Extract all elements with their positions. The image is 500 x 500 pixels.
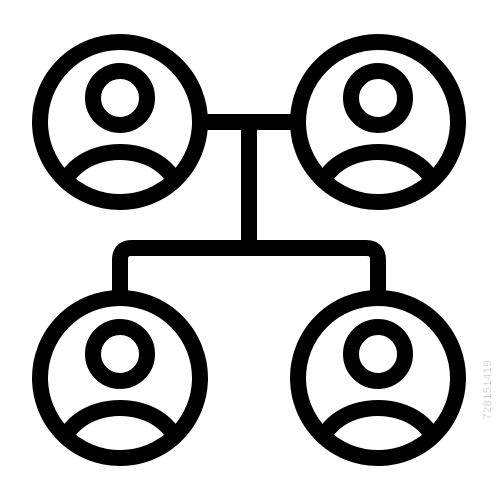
node-circle <box>290 34 466 210</box>
user-head-icon <box>343 63 413 133</box>
user-head-icon <box>85 63 155 133</box>
user-node-bottom-left <box>32 290 208 466</box>
branch-connector-line <box>112 240 386 306</box>
user-head-icon <box>343 319 413 389</box>
stock-id-watermark: 728151419 <box>482 360 494 420</box>
node-circle <box>32 34 208 210</box>
user-node-top-right <box>290 34 466 210</box>
user-node-bottom-right <box>290 290 466 466</box>
node-circle <box>290 290 466 466</box>
user-head-icon <box>85 319 155 389</box>
node-circle <box>32 290 208 466</box>
user-node-top-left <box>32 34 208 210</box>
